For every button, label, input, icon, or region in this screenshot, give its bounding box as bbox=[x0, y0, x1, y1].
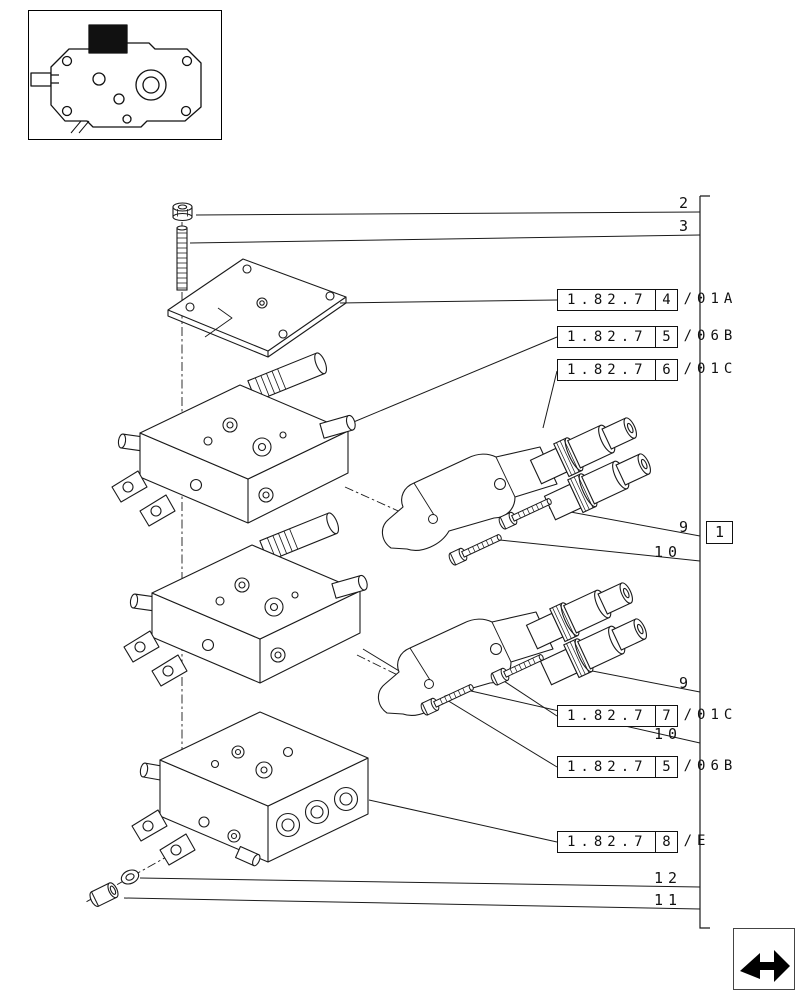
frame-border-line bbox=[699, 195, 710, 929]
assembly-thumbnail bbox=[28, 10, 222, 140]
callout-plug: 11 bbox=[653, 891, 682, 909]
section-ref-valve-upper[interactable]: 1.82.7 5 /06B bbox=[557, 326, 737, 348]
page-turn-arrow-icon bbox=[740, 950, 790, 982]
callout-long-screw-lower: 10 bbox=[653, 725, 682, 743]
cover-plate bbox=[167, 258, 347, 358]
ref-variant: /01C bbox=[683, 361, 738, 377]
ref-variant: /E bbox=[683, 833, 711, 849]
callout-screw-lower: 9 bbox=[678, 674, 688, 692]
ref-sheet-number: 7 bbox=[655, 705, 678, 727]
callout-washer: 12 bbox=[653, 869, 682, 887]
section-ref-valve-middle[interactable]: 1.82.7 5 /06B bbox=[557, 756, 737, 778]
ref-sheet-number: 5 bbox=[655, 326, 678, 348]
ref-section-code: 1.82.7 bbox=[557, 359, 657, 381]
ref-sheet-number: 4 bbox=[655, 289, 678, 311]
control-valve-upper bbox=[111, 350, 358, 527]
ref-sheet-number: 6 bbox=[655, 359, 678, 381]
coupler-assembly-upper bbox=[382, 410, 656, 551]
thumbnail-drawing bbox=[30, 24, 202, 134]
stud bbox=[176, 225, 188, 291]
ref-section-code: 1.82.7 bbox=[557, 326, 657, 348]
long-screw-upper-coupler bbox=[447, 530, 505, 567]
valve-body-bottom bbox=[131, 711, 369, 867]
figure-detail-box: 1 bbox=[706, 521, 734, 544]
section-ref-coupler-upper[interactable]: 1.82.7 6 /01C bbox=[557, 359, 737, 381]
section-ref-valve-bottom[interactable]: 1.82.7 8 /E bbox=[557, 831, 710, 853]
brand-logo-box bbox=[733, 928, 795, 990]
ref-variant: /06B bbox=[683, 328, 738, 344]
section-ref-coupler-lower[interactable]: 1.82.7 7 /01C bbox=[557, 705, 737, 727]
callout-stud: 3 bbox=[678, 217, 688, 235]
ref-section-code: 1.82.7 bbox=[557, 831, 657, 853]
washer bbox=[120, 869, 140, 885]
ref-variant: /01A bbox=[683, 291, 738, 307]
section-ref-cover-plate[interactable]: 1.82.7 4 /01A bbox=[557, 289, 737, 311]
callout-screw-upper: 9 bbox=[678, 518, 688, 536]
ref-variant: /01C bbox=[683, 707, 738, 723]
control-valve-middle bbox=[123, 510, 370, 687]
callout-nut: 2 bbox=[678, 194, 688, 212]
ref-section-code: 1.82.7 bbox=[557, 705, 657, 727]
ref-variant: /06B bbox=[683, 758, 738, 774]
ref-sheet-number: 5 bbox=[655, 756, 678, 778]
ref-section-code: 1.82.7 bbox=[557, 289, 657, 311]
callout-long-screw-upper: 10 bbox=[653, 543, 682, 561]
coupler-assembly-lower bbox=[378, 575, 652, 716]
nut bbox=[172, 202, 193, 222]
plug bbox=[89, 882, 119, 907]
ref-section-code: 1.82.7 bbox=[557, 756, 657, 778]
ref-sheet-number: 8 bbox=[655, 831, 678, 853]
